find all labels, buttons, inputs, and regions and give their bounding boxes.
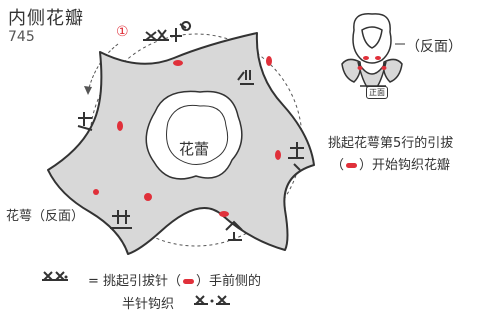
marker xyxy=(266,56,272,66)
stitch-group xyxy=(237,70,254,85)
page-title: 内侧花瓣 xyxy=(8,8,84,29)
legend-line-1: = 挑起引拔针（ ）手前侧的 xyxy=(88,270,261,289)
direction-arrowhead xyxy=(84,86,92,95)
calyx-label: 花萼（反面） xyxy=(6,209,85,224)
stitch-group xyxy=(110,210,132,229)
rosebud-icon xyxy=(341,13,403,93)
stitch-group xyxy=(77,112,93,131)
marker xyxy=(173,60,183,66)
pattern-code: 745 xyxy=(8,29,35,45)
marker xyxy=(117,121,123,131)
red-marker-icon xyxy=(346,163,358,168)
instruction-pre: （ xyxy=(331,158,345,173)
red-marker-icon xyxy=(183,279,195,284)
stitch-group xyxy=(225,220,243,241)
stitch-symbols xyxy=(77,21,304,241)
legend-symbols xyxy=(42,271,230,305)
marker xyxy=(93,189,99,195)
stitch-group xyxy=(288,142,304,171)
round-number-marker: ① xyxy=(116,24,129,40)
marker xyxy=(219,211,229,217)
instruction-post: ）开始钩织花瓣 xyxy=(359,158,451,173)
reverse-side-label: （反面） xyxy=(406,39,462,55)
legend-line-2: 半针钩织 xyxy=(122,297,175,312)
slip-stitch-markers xyxy=(93,56,281,217)
marker xyxy=(275,150,281,160)
stitch-group xyxy=(170,21,192,42)
bud-label: 花蕾 xyxy=(179,140,210,158)
legend-symbol xyxy=(42,271,68,281)
stitch-group xyxy=(143,29,169,41)
rosebud-markers xyxy=(357,56,387,70)
bud-inner xyxy=(166,104,229,165)
instruction-line-2: （ ）开始钩织花瓣 xyxy=(331,154,450,173)
instruction-line-1: 挑起花萼第5行的引拔 xyxy=(328,136,454,151)
legend-pre: = 挑起引拔针（ xyxy=(88,274,182,289)
marker xyxy=(144,193,152,201)
front-side-label: 正面 xyxy=(366,86,388,99)
legend-symbol xyxy=(194,295,230,305)
legend-post: ）手前侧的 xyxy=(196,274,262,289)
